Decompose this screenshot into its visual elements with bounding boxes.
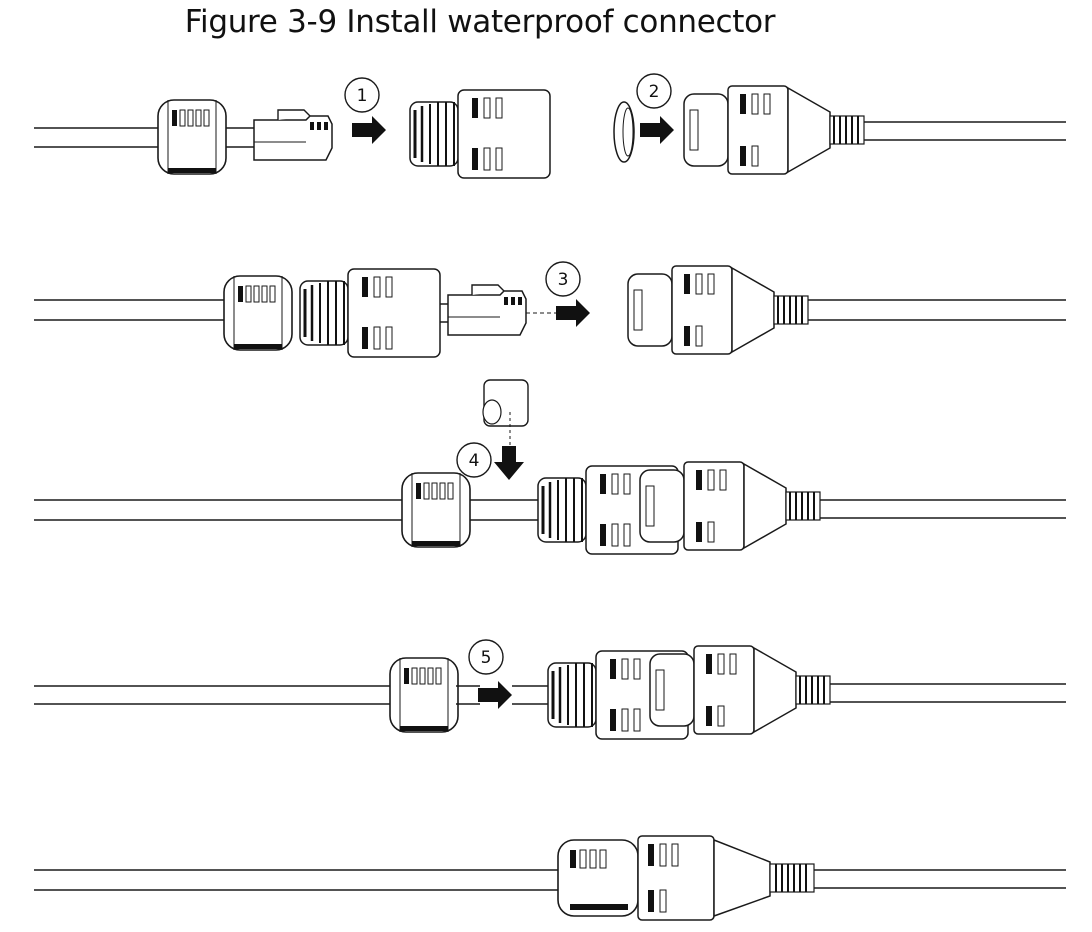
step-3-row: 3	[34, 261, 1066, 359]
seal-body	[408, 88, 552, 180]
arrow-right-icon	[640, 116, 674, 144]
figure-title: Figure 3-9 Install waterproof connector	[184, 4, 776, 40]
step-marker-icon: 5	[468, 639, 504, 675]
arrow-right-icon	[556, 299, 590, 327]
cap-nut	[389, 657, 459, 733]
step-5-row: 5	[34, 639, 1066, 741]
step-marker-icon: 3	[545, 261, 581, 297]
device-receptacle	[649, 645, 831, 735]
seal-body	[298, 267, 442, 359]
arrow-right-icon	[352, 116, 386, 144]
step-number: 3	[558, 270, 569, 290]
step-marker-icon: 2	[636, 73, 672, 109]
assembled-row	[34, 835, 1066, 921]
rj45-plug	[253, 109, 333, 161]
step-number: 2	[649, 82, 660, 102]
cap-nut	[223, 275, 293, 351]
arrow-down-icon	[494, 446, 524, 480]
step-number: 5	[481, 648, 492, 668]
step-marker-icon: 4	[456, 442, 492, 478]
device-receptacle	[683, 85, 865, 175]
cap-nut	[401, 472, 471, 548]
step-number: 1	[357, 86, 368, 106]
cap-nut	[157, 99, 227, 175]
sealing-sleeve	[482, 379, 529, 452]
arrow-right-icon	[478, 681, 512, 709]
device-receptacle	[627, 265, 809, 355]
step-1-row: 1 2	[34, 73, 1066, 180]
device-receptacle	[639, 461, 821, 551]
rubber-ring	[613, 101, 635, 163]
rj45-plug	[447, 284, 527, 336]
step-number: 4	[469, 451, 480, 471]
step-4-row: 4	[34, 379, 1066, 556]
assembled-connector	[557, 835, 815, 921]
step-marker-icon: 1	[344, 77, 380, 113]
